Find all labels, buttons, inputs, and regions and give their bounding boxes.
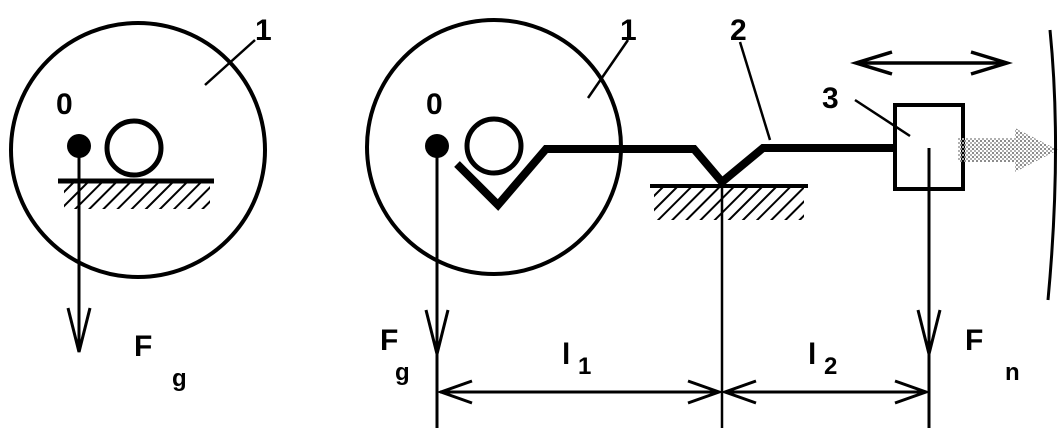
arm-l1-subscript: 1 xyxy=(578,353,591,380)
motion-arrow-right-head xyxy=(970,50,1013,76)
right-figure: 1 2 3 0 F g F n l 1 l 2 xyxy=(365,14,1058,428)
dimension-l2-left-head xyxy=(720,379,757,405)
label-3-leader xyxy=(854,98,911,138)
dimension-l1-right-head xyxy=(687,379,724,405)
left-force-g-subscript: g xyxy=(172,365,187,392)
force-n-arrowhead xyxy=(916,309,942,355)
arm-l1-symbol: l xyxy=(562,338,570,371)
dimension-l2-right-head xyxy=(894,379,931,405)
left-force-g-symbol: F xyxy=(134,330,152,363)
left-roller xyxy=(104,118,164,178)
right-force-g-symbol: F xyxy=(380,324,398,357)
push-arrow xyxy=(958,128,1058,172)
lever-2 xyxy=(454,144,900,211)
motion-arrow-left-head xyxy=(850,50,893,76)
right-force-g-subscript: g xyxy=(395,359,410,386)
right-force-g-arrowhead xyxy=(424,309,450,355)
left-figure: 1 0 F g xyxy=(9,14,272,392)
dimension-l1-left-head xyxy=(436,379,473,405)
right-roller xyxy=(464,116,524,176)
part-2-label: 2 xyxy=(730,14,747,47)
right-pivot-0-label: 0 xyxy=(426,88,443,121)
left-part-1-label: 1 xyxy=(255,14,272,47)
arm-l2-symbol: l xyxy=(808,338,816,371)
arm-l2-subscript: 2 xyxy=(824,353,837,380)
right-part-1-label: 1 xyxy=(620,14,637,47)
left-wheel-disc xyxy=(9,21,267,279)
left-ground-hatch xyxy=(64,183,210,209)
right-label-1-leader xyxy=(586,39,630,99)
force-n-symbol: F xyxy=(965,324,983,357)
part-3-label: 3 xyxy=(822,82,839,115)
left-label-1-leader xyxy=(204,39,256,86)
fulcrum-ground-hatch xyxy=(654,188,804,220)
left-force-g-arrowhead xyxy=(66,307,92,353)
left-pivot-0-label: 0 xyxy=(56,88,73,121)
label-2-leader xyxy=(738,41,772,141)
edge-arc-fragment xyxy=(1046,29,1058,301)
force-n-subscript: n xyxy=(1005,359,1020,386)
